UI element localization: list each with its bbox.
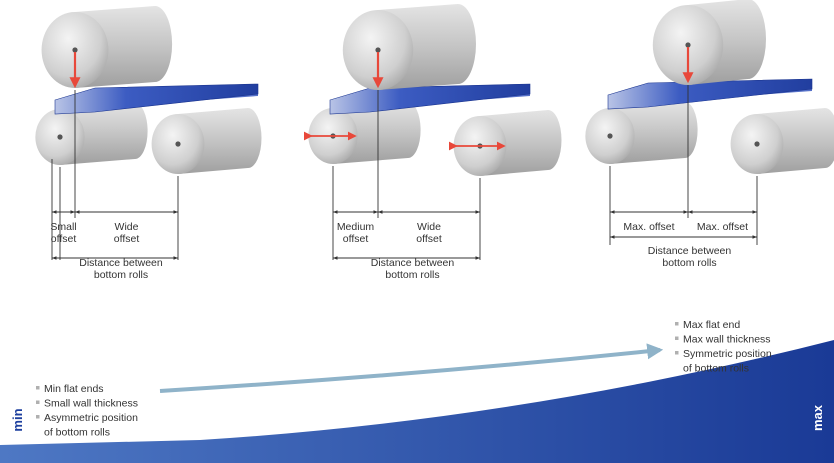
distance-label: Distance between xyxy=(371,257,455,269)
right-offset-label: Max. offset xyxy=(697,221,748,233)
top-roll xyxy=(342,4,476,90)
right-offset-label: Wide xyxy=(417,221,441,233)
distance-label: bottom rolls xyxy=(385,269,439,281)
bottom-roll-right xyxy=(151,108,262,174)
scale-list-item: Min flat ends xyxy=(44,383,104,395)
max-label: max xyxy=(810,404,825,431)
right-offset-label: offset xyxy=(114,233,140,245)
steel-plate xyxy=(54,83,259,115)
bottom-roll-right xyxy=(453,110,562,176)
bullet-square-icon xyxy=(675,351,679,355)
top-roll xyxy=(41,6,173,88)
bullet-square-icon xyxy=(675,336,679,340)
bottom-roll-left xyxy=(35,103,148,165)
bullet-square-icon xyxy=(675,322,679,326)
distance-label: Distance between xyxy=(648,245,732,257)
scale-list-item: Symmetric position xyxy=(683,348,772,360)
distance-label: bottom rolls xyxy=(662,257,716,269)
trend-arrow xyxy=(159,343,664,393)
scale-band xyxy=(0,340,834,463)
left-offset-label: Max. offset xyxy=(623,221,674,233)
scale-list-item: Max wall thickness xyxy=(683,334,771,346)
right-offset-label: Wide xyxy=(115,221,139,233)
bottom-roll-right xyxy=(730,108,834,174)
left-offset-label: Medium xyxy=(337,221,375,233)
distance-label: Distance between xyxy=(79,257,163,269)
steel-plate xyxy=(329,83,531,115)
left-offset-label: Small xyxy=(50,221,76,233)
scale-list-item: of bottom rolls xyxy=(44,427,110,439)
bullet-square-icon xyxy=(36,386,40,390)
bullet-square-icon xyxy=(36,400,40,404)
left-offset-label: offset xyxy=(343,233,369,245)
steel-plate xyxy=(607,78,813,110)
distance-label: bottom rolls xyxy=(94,269,148,281)
top-roll xyxy=(652,0,766,85)
bottom-roll-left xyxy=(585,102,698,164)
left-offset-label: offset xyxy=(51,233,77,245)
bullet-square-icon xyxy=(36,415,40,419)
scale-list-item: of bottom rolls xyxy=(683,363,749,375)
scale-list-item: Small wall thickness xyxy=(44,398,138,410)
scale-list-item: Max flat end xyxy=(683,319,740,331)
right-offset-label: offset xyxy=(416,233,442,245)
min-label: min xyxy=(10,408,25,431)
scale-list-item: Asymmetric position xyxy=(44,412,138,424)
